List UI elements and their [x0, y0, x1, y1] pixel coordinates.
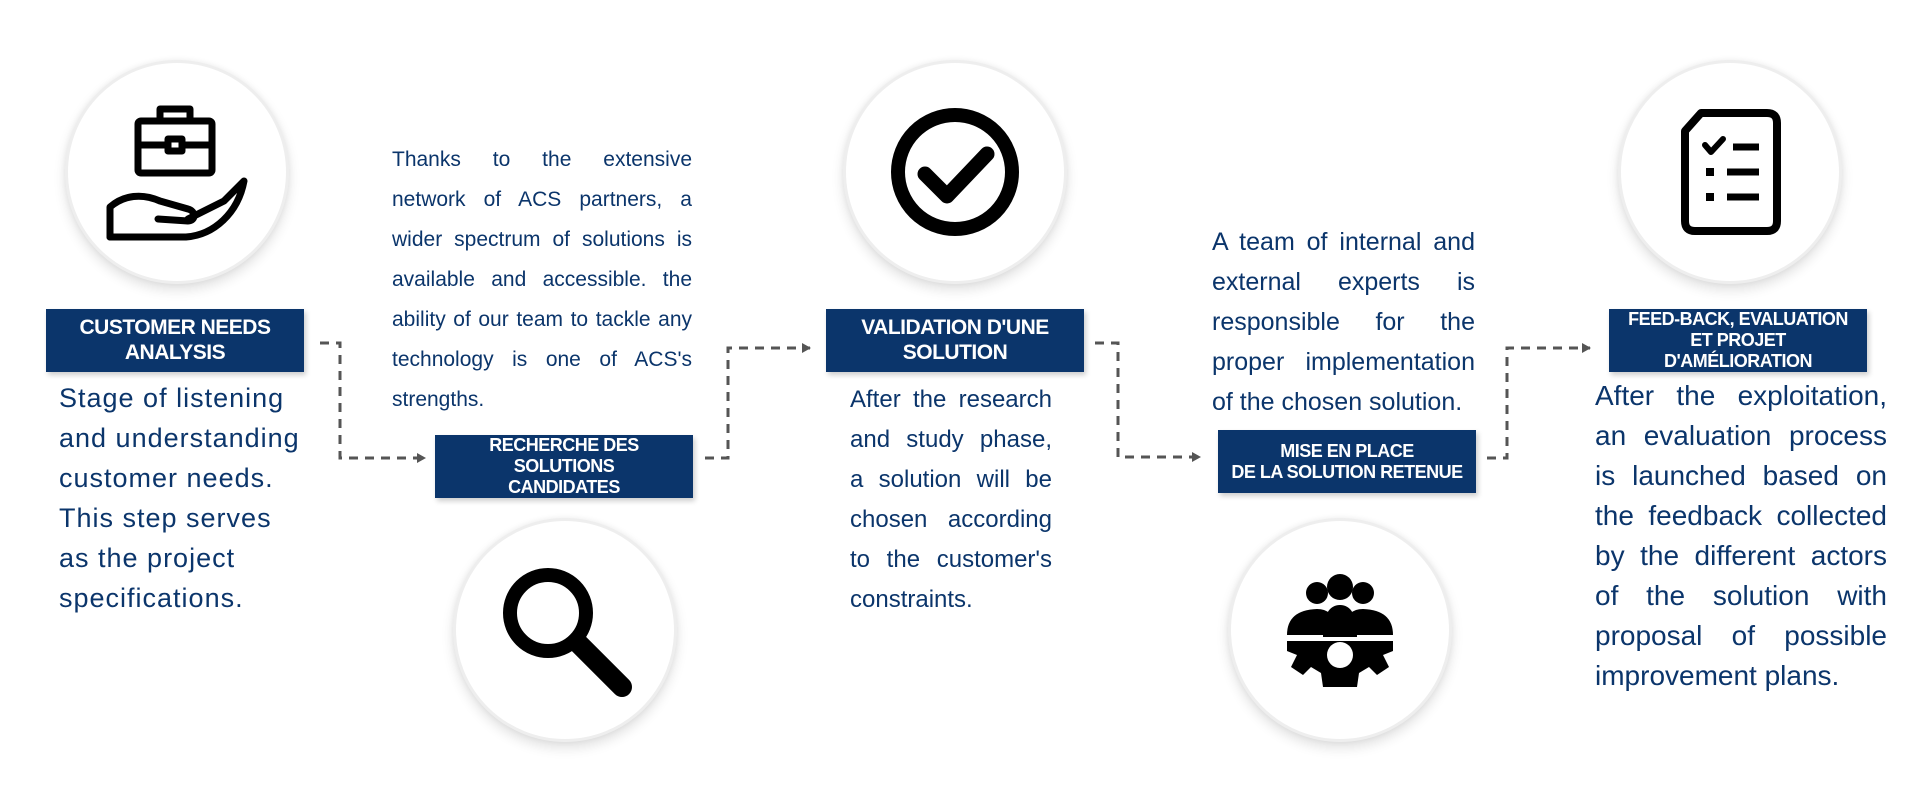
step-5-title: FEED-BACK, EVALUATION ET PROJET D'AMÉLIO…: [1628, 309, 1848, 371]
checklist-icon: [1681, 109, 1781, 235]
step-2-banner: RECHERCHE DES SOLUTIONS CANDIDATES: [435, 435, 693, 498]
magnifier-icon: [503, 568, 632, 697]
step-4-title: MISE EN PLACE DE LA SOLUTION RETENUE: [1231, 440, 1463, 482]
connector-4-5: [1487, 343, 1591, 460]
hand-briefcase-icon: [106, 105, 248, 241]
step-2-icon-circle: [453, 518, 677, 742]
step-1-icon-circle: [65, 60, 289, 284]
step-4-banner: MISE EN PLACE DE LA SOLUTION RETENUE: [1218, 430, 1476, 493]
step-2-title: RECHERCHE DES SOLUTIONS CANDIDATES: [489, 435, 639, 497]
step-3-banner: VALIDATION D'UNE SOLUTION: [826, 309, 1084, 372]
connector-1-2: [320, 341, 426, 463]
step-3-description: After the research and study phase, a so…: [850, 386, 1052, 613]
step-3-title: VALIDATION D'UNE SOLUTION: [861, 316, 1049, 364]
step-4-description: A team of internal and external experts …: [1212, 228, 1475, 416]
connector-2-3: [705, 343, 811, 460]
step-5-description: After the exploitation, an evaluation pr…: [1595, 380, 1887, 691]
connector-3-4: [1095, 341, 1201, 462]
step-4-icon-circle: [1228, 518, 1452, 742]
team-gear-icon: [1287, 574, 1393, 687]
step-5-banner: FEED-BACK, EVALUATION ET PROJET D'AMÉLIO…: [1609, 309, 1867, 372]
step-1-title: CUSTOMER NEEDS ANALYSIS: [79, 316, 271, 364]
step-2-description: Thanks to the extensive network of ACS p…: [392, 148, 692, 411]
step-5-icon-circle: [1618, 60, 1842, 284]
step-1-banner: CUSTOMER NEEDS ANALYSIS: [46, 309, 304, 372]
step-1-description: Stage of listening and understanding cus…: [59, 383, 300, 613]
step-3-icon-circle: [843, 60, 1067, 284]
check-circle-icon: [891, 108, 1019, 236]
